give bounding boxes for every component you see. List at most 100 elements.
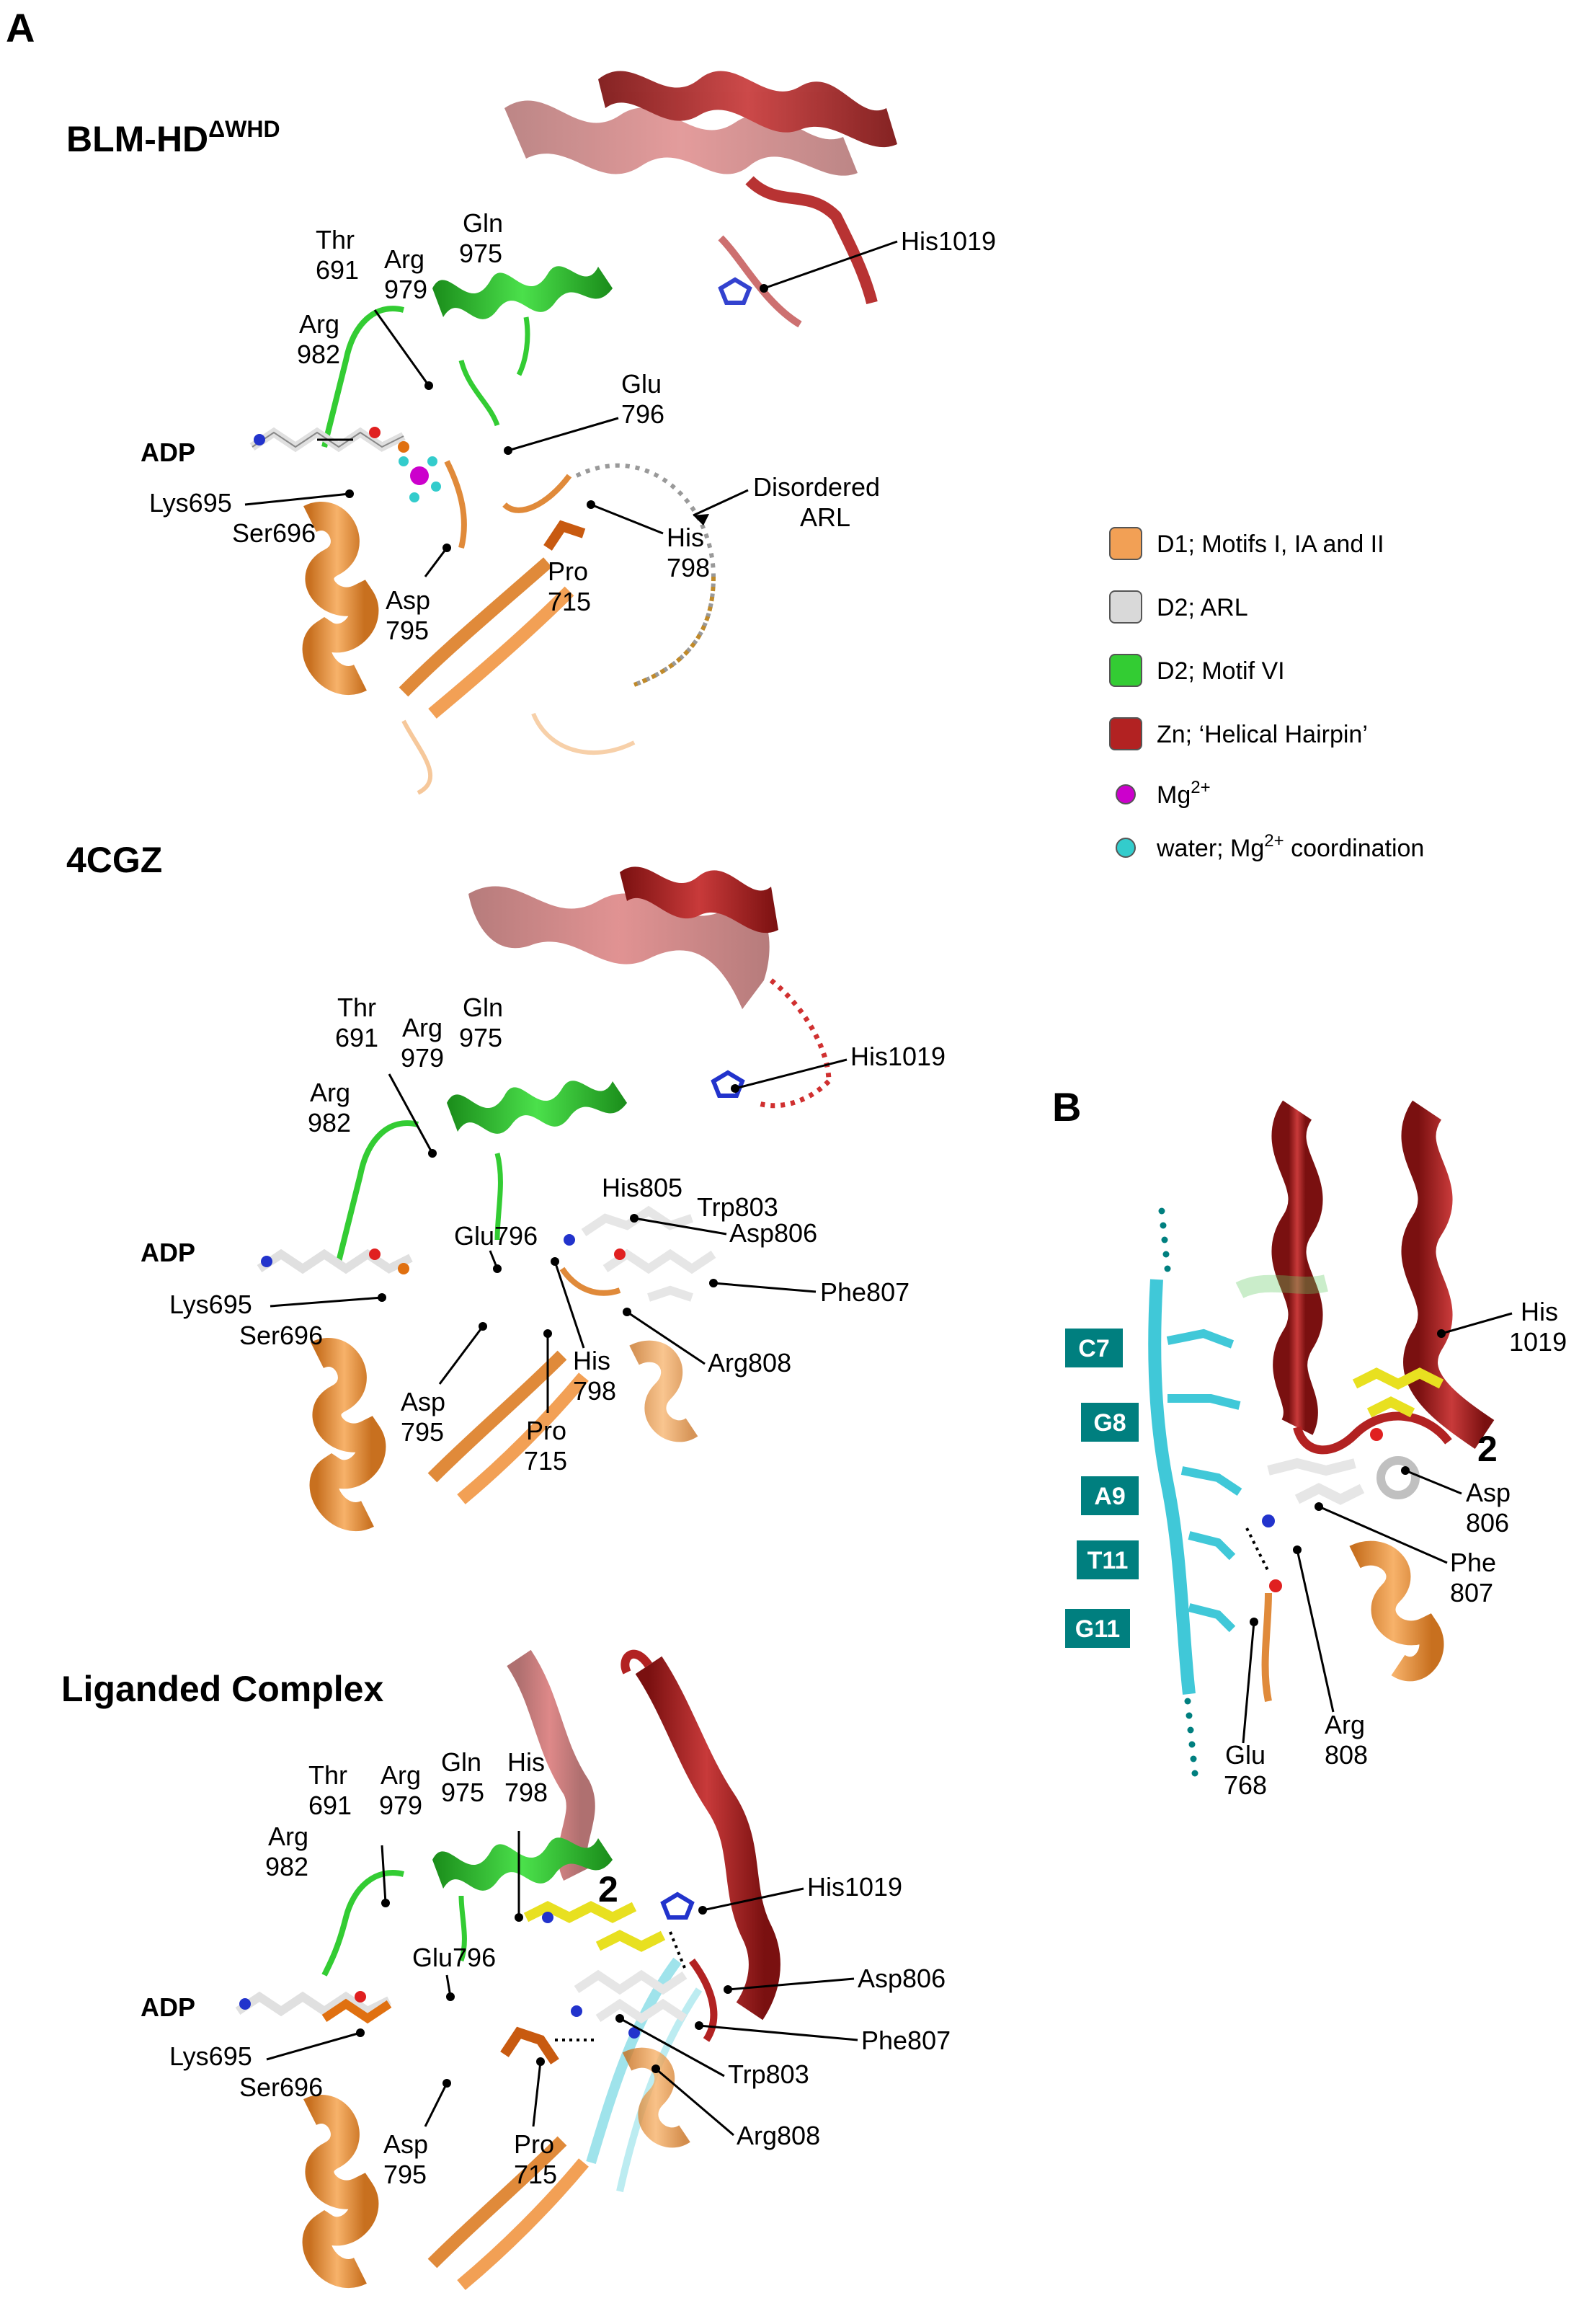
adp-molecule-mid xyxy=(257,1249,413,1274)
arl-sticks-b xyxy=(1245,1456,1420,1572)
dna-b xyxy=(1148,1207,1242,1777)
nt-c7: C7 xyxy=(1078,1335,1109,1362)
nt-box-g8 xyxy=(1081,1403,1139,1442)
legend-mg: Mg2+ xyxy=(1157,778,1211,809)
label-phe807-bottom: Phe807 xyxy=(861,2026,951,2055)
label-adp-bottom: ADP xyxy=(141,1992,195,2022)
d1-domain-mid xyxy=(309,1267,698,1531)
nt-g11: G11 xyxy=(1075,1615,1120,1643)
label-ser696-mid: Ser696 xyxy=(239,1321,323,1350)
arl-sticks-mid xyxy=(564,1205,716,1302)
label-ser696-bottom: Ser696 xyxy=(239,2072,323,2102)
legend-swatch-d1 xyxy=(1109,527,1142,560)
label-adp-top: ADP xyxy=(141,438,195,467)
water-2 xyxy=(427,456,437,466)
disordered-arl-loop xyxy=(575,463,716,687)
legend-zn: Zn; ‘Helical Hairpin’ xyxy=(1157,721,1368,748)
structure-liganded: Liganded Complex xyxy=(61,1649,951,2290)
label-lys695-mid: Lys695 xyxy=(169,1290,252,1319)
label-asp806-mid: Asp806 xyxy=(729,1218,817,1248)
zn-helical-hairpin-mid xyxy=(468,866,832,1109)
label-phe807-mid: Phe807 xyxy=(820,1277,909,1307)
water-4 xyxy=(431,482,441,492)
zn-helical-hairpin xyxy=(504,71,897,328)
panel-label-a: A xyxy=(6,5,35,50)
ligand-2-bottom xyxy=(523,1901,666,1952)
legend-swatch-mg xyxy=(1116,784,1136,804)
label-trp803-bottom: Trp803 xyxy=(728,2059,809,2089)
legend-swatch-arl xyxy=(1109,590,1142,624)
label-glu796-mid: Glu796 xyxy=(454,1221,538,1251)
label-lys695-top: Lys695 xyxy=(149,488,232,518)
nt-box-t11 xyxy=(1077,1540,1139,1579)
nt-t11: T11 xyxy=(1087,1547,1129,1574)
structure-blm-hd: BLM-HDΔWHD xyxy=(66,71,996,795)
label-arg808-bottom: Arg808 xyxy=(737,2121,820,2150)
ligand-2-b xyxy=(1352,1367,1444,1441)
label-lys695-bottom: Lys695 xyxy=(169,2041,252,2071)
arl-sticks-bottom xyxy=(555,1931,688,2041)
nt-box-a9 xyxy=(1081,1476,1139,1515)
label-trp803-mid: Trp803 xyxy=(697,1192,778,1222)
nt-g8: G8 xyxy=(1093,1409,1126,1437)
label-his805-mid: His805 xyxy=(602,1173,682,1202)
panel-label-b: B xyxy=(1052,1084,1081,1130)
nt-box-c7 xyxy=(1065,1329,1123,1367)
label-arg808-mid: Arg808 xyxy=(708,1348,791,1378)
title-4cgz: 4CGZ xyxy=(66,840,162,880)
water-1 xyxy=(399,456,409,466)
label-2-bottom: 2 xyxy=(598,1869,618,1910)
nt-box-g11 xyxy=(1065,1609,1130,1648)
legend-swatch-zn xyxy=(1109,717,1142,750)
legend-d1: D1; Motifs I, IA and II xyxy=(1157,531,1384,558)
pointers-bottom xyxy=(266,1831,858,2137)
legend-water: water; Mg2+ coordination xyxy=(1156,831,1424,862)
motif-vi-helix-bottom xyxy=(321,1837,613,1977)
pointers-b xyxy=(1242,1312,1513,1744)
d1-domain xyxy=(302,460,636,795)
motif-vi-helix xyxy=(321,266,613,448)
d1-domain-bottom xyxy=(302,2026,690,2290)
label-asp806-bottom: Asp806 xyxy=(858,1964,946,1993)
label-2-b: 2 xyxy=(1477,1429,1498,1469)
pointers-top xyxy=(244,240,898,577)
pointers-mid xyxy=(270,1058,848,1413)
disordered-arl-segment xyxy=(633,576,716,687)
label-his1019-top: His1019 xyxy=(901,226,996,256)
adp-molecule-bottom xyxy=(235,1991,392,2024)
d1-b xyxy=(1261,1540,1444,1702)
motif-vi-helix-mid xyxy=(336,1081,627,1262)
nt-a9: A9 xyxy=(1094,1483,1125,1510)
legend-arl: D2; ARL xyxy=(1157,594,1248,621)
mg-ion xyxy=(410,466,429,485)
label-his1019-bottom: His1019 xyxy=(807,1872,902,1902)
water-3 xyxy=(409,492,419,502)
legend-swatch-water xyxy=(1116,838,1136,858)
